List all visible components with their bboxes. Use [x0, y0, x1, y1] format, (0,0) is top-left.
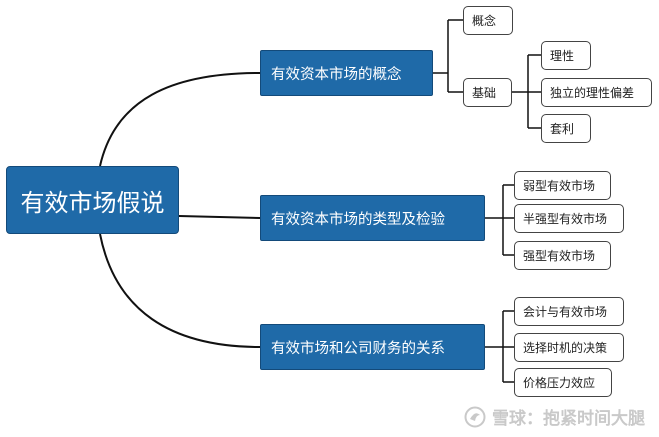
leaf-node[interactable]: 会计与有效市场 — [514, 297, 624, 326]
branch-node-types[interactable]: 有效资本市场的类型及检验 — [260, 195, 485, 241]
connector-branch2-leaves — [485, 184, 514, 256]
leaf-node[interactable]: 弱型有效市场 — [514, 171, 611, 200]
branch-node-concept[interactable]: 有效资本市场的概念 — [260, 50, 433, 96]
leaf-node[interactable]: 半强型有效市场 — [514, 204, 624, 233]
watermark: 雪球：抱紧时间大腿 — [464, 404, 645, 429]
leaf-node[interactable]: 套利 — [541, 114, 591, 143]
leaf-node[interactable]: 基础 — [463, 78, 512, 107]
connector-jichu-leaves — [512, 54, 541, 129]
snowball-logo-icon — [464, 406, 486, 427]
leaf-node[interactable]: 概念 — [463, 6, 513, 35]
connector-branch3-leaves — [485, 310, 514, 383]
leaf-node[interactable]: 独立的理性偏差 — [541, 78, 652, 107]
connector-root-branch3 — [99, 233, 261, 348]
connector-root-branch1 — [99, 72, 261, 167]
branch-node-finance[interactable]: 有效市场和公司财务的关系 — [260, 324, 485, 370]
root-node[interactable]: 有效市场假说 — [6, 166, 179, 234]
leaf-node[interactable]: 强型有效市场 — [514, 241, 611, 270]
watermark-text: 雪球：抱紧时间大腿 — [492, 409, 645, 429]
connector-root-branch2 — [178, 215, 261, 219]
leaf-node[interactable]: 选择时机的决策 — [514, 333, 624, 362]
connector-branch1-leaves — [433, 19, 463, 93]
leaf-node[interactable]: 理性 — [541, 41, 591, 70]
leaf-node[interactable]: 价格压力效应 — [514, 368, 612, 397]
